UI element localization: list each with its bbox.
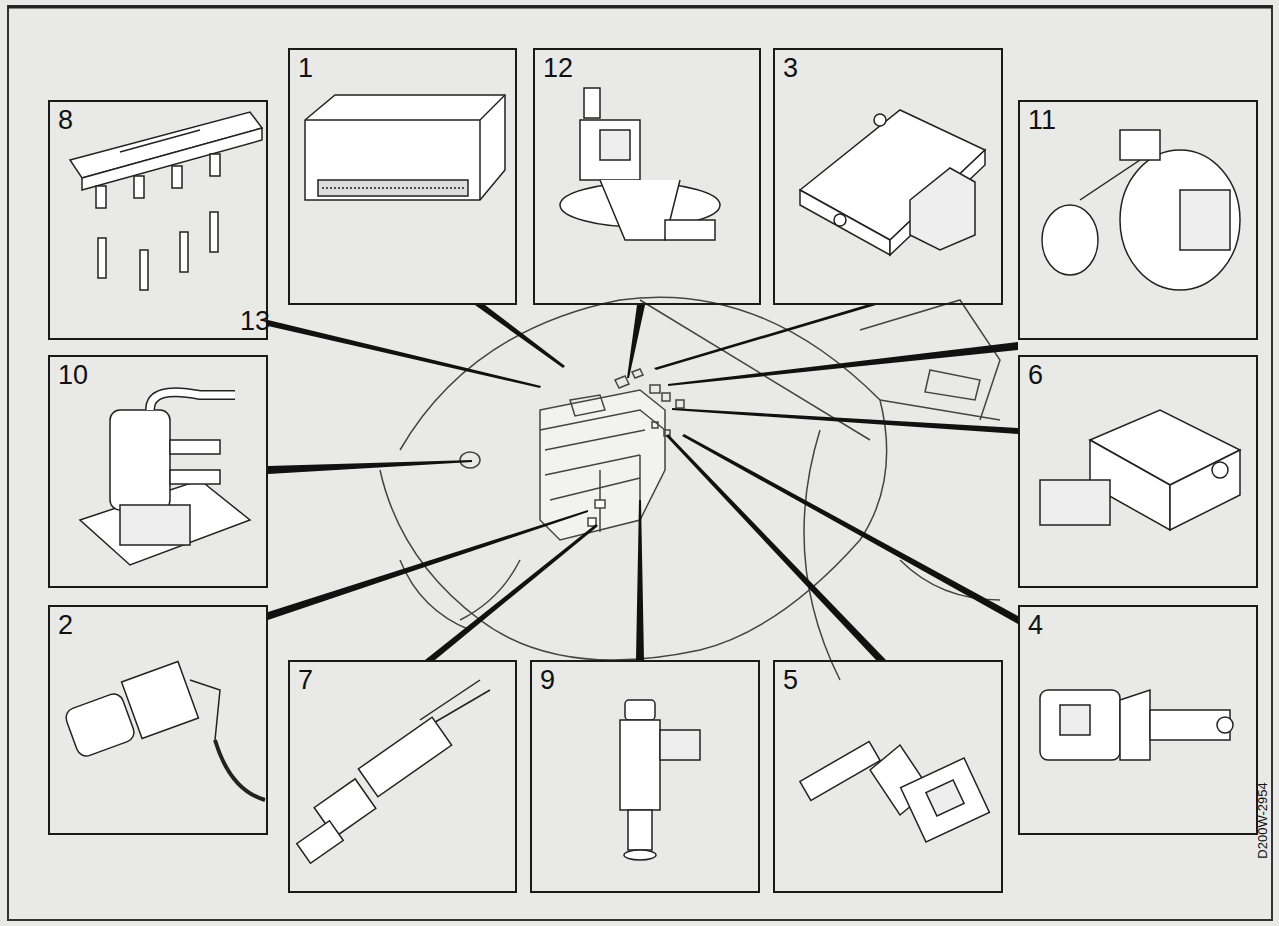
callout-number: 5 bbox=[783, 666, 798, 696]
part-box: 11 bbox=[1018, 100, 1258, 340]
callout-number: 3 bbox=[783, 54, 798, 84]
part-box: 1 bbox=[288, 48, 517, 305]
part-box: 3 bbox=[773, 48, 1003, 305]
callout-number: 6 bbox=[1028, 361, 1043, 391]
drawing-code: D200W-2954 bbox=[1255, 782, 1270, 858]
part-box: 9 bbox=[530, 660, 760, 893]
part-box: 12 bbox=[533, 48, 761, 305]
part-box: 2 bbox=[48, 605, 268, 835]
part-box: 8 bbox=[48, 100, 268, 340]
part-box: 5 bbox=[773, 660, 1003, 893]
callout-number: 1 bbox=[298, 54, 313, 84]
callout-number: 13 bbox=[240, 306, 270, 337]
callout-number: 8 bbox=[58, 106, 73, 136]
part-box: 4 bbox=[1018, 605, 1258, 835]
callout-number: 2 bbox=[58, 611, 73, 641]
callout-number: 10 bbox=[58, 361, 88, 391]
callout-number: 11 bbox=[1028, 106, 1056, 136]
part-box: 6 bbox=[1018, 355, 1258, 588]
callout-number: 4 bbox=[1028, 611, 1043, 641]
part-box: 10 bbox=[48, 355, 268, 588]
callout-number: 7 bbox=[298, 666, 313, 696]
callout-number: 9 bbox=[540, 666, 555, 696]
part-box: 7 bbox=[288, 660, 517, 893]
callout-number: 12 bbox=[543, 54, 573, 84]
